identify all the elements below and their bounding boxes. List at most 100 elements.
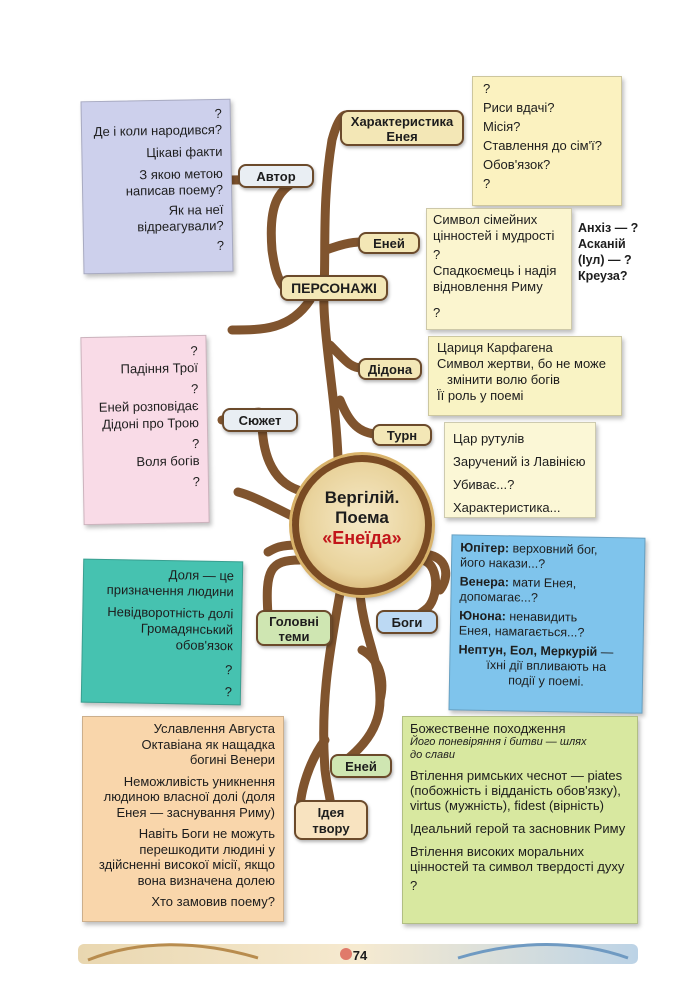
aeneas2-q: ? <box>410 878 418 893</box>
aeneas-q1: ? <box>433 247 441 262</box>
aeneas-char-duty: Обов'язок? <box>483 157 551 172</box>
plot-q4: ? <box>192 474 201 490</box>
creusa-label: Креуза? <box>578 269 628 283</box>
idea-fate-2: людиною власної долі (доля <box>103 789 275 804</box>
central-work-title: «Енеїда» <box>322 528 402 548</box>
dido-role: Її роль у поемі <box>437 388 524 403</box>
dido-queen: Цариця Карфагена <box>437 340 553 355</box>
aeneas-family-list: Анхіз — ? Асканій (Іул) — ? Креуза? <box>578 220 650 284</box>
author-purpose-2: написав поему? <box>125 181 224 199</box>
idea-fate-3: Енея — заснування Риму) <box>116 804 275 820</box>
aeneas-note: Символ сімейних цінностей і мудрості ? С… <box>426 208 572 330</box>
themes-civic-2: обов'язок <box>175 637 233 654</box>
aeneas2-wanderings-2: до слави <box>410 749 455 761</box>
dido-sacrifice-1: Символ жертви, бо не може <box>437 356 606 371</box>
aeneas-symbol-2: цінностей і мудрості <box>433 228 555 243</box>
idea-gods-4: вона визначена долею <box>137 872 275 888</box>
plot-fall-of-troy: Падіння Трої <box>120 360 199 377</box>
aeneas2-ideal-hero: Ідеальний герой та засновник Риму <box>410 821 626 836</box>
idea-glory-3: богині Венери <box>189 752 275 767</box>
aeneas2-virtues-1: Втілення римських чеснот — piates <box>410 768 623 783</box>
plot-note: ? Падіння Трої ? Еней розповідає Дідоні … <box>80 334 210 526</box>
gods-venus-name: Венера: <box>459 574 510 590</box>
aeneas-tag[interactable]: Еней <box>358 232 420 254</box>
turnus-king: Цар рутулів <box>453 431 525 446</box>
turnus-note: Цар рутулів Заручений із Лавінією Убиває… <box>444 422 596 518</box>
gods-juno-name: Юнона: <box>459 608 507 624</box>
turnus-kills: Убиває...? <box>453 477 515 492</box>
central-topic[interactable]: Вергілій. Поема «Енеїда» <box>292 455 432 595</box>
characters-tag[interactable]: ПЕРСОНАЖІ <box>280 275 388 301</box>
gods-jupiter-desc: верховний бог, <box>508 541 598 557</box>
ascanius-label-2: (Іул) — ? <box>578 253 632 267</box>
plot-tells-2: Дідоні про Трою <box>102 415 200 432</box>
idea-glory-1: Уславлення Августа <box>153 721 275 736</box>
themes-inevitability: Невідворотність долі <box>107 604 234 622</box>
dido-sacrifice-2: змінити волю богів <box>447 372 560 387</box>
footer-ornament <box>78 943 638 964</box>
turnus-characteristic: Характеристика... <box>453 500 561 515</box>
idea-gods-3: здійсненні високої місії, якщо <box>98 857 275 872</box>
aeneas2-tag[interactable]: Еней <box>330 754 392 778</box>
idea-gods-1: Навіть Боги не можуть <box>138 826 275 841</box>
aeneas-char-q2: ? <box>483 176 491 191</box>
gods-juno-desc-2: Енея, намагається...? <box>458 623 585 640</box>
page-number: 74 <box>352 948 368 963</box>
dido-note: Цариця Карфагена Символ жертви, бо не мо… <box>428 336 622 416</box>
themes-note: Доля — це призначення людини Невідворотн… <box>80 558 244 706</box>
aeneas-heir-2: відновлення Риму <box>433 279 543 294</box>
themes-fate-2: призначення людини <box>106 582 234 600</box>
dido-tag[interactable]: Дідона <box>358 358 422 380</box>
gods-note: Юпітер: верховний бог, його накази...? В… <box>448 534 646 714</box>
central-title: Вергілій. Поема <box>299 488 425 528</box>
gods-neptune-dash: — <box>597 644 614 660</box>
idea-fate-1: Неможливість уникнення <box>123 773 275 789</box>
plot-q2: ? <box>190 381 199 397</box>
idea-tag[interactable]: Ідея твору <box>294 800 368 840</box>
aeneas-symbol-1: Символ сімейних <box>433 212 538 227</box>
central-poem: Поема <box>335 508 389 527</box>
aeneas-char-family: Ставлення до сім'ї? <box>483 138 602 153</box>
aeneas2-moral-2: цінностей та символ твердості духу <box>410 859 625 874</box>
gods-venus-desc-2: допомагає...? <box>459 589 539 605</box>
gods-neptune-desc-3: події у поемі. <box>508 673 584 689</box>
author-facts: Цікаві факти <box>146 143 223 161</box>
author-q2: ? <box>216 237 225 253</box>
idea-note: Уславлення Августа Октавіана як нащадка … <box>82 716 284 922</box>
aeneas-characteristic-tag[interactable]: Характеристика Енея <box>340 110 464 146</box>
themes-q2: ? <box>224 684 233 700</box>
aeneas2-origin: Божественне походження <box>410 721 566 736</box>
gods-jupiter-name: Юпітер: <box>460 540 510 556</box>
plot-q3: ? <box>191 436 200 452</box>
aeneas-char-mission: Місія? <box>483 119 521 134</box>
aeneas2-virtues-3: virtus (мужність), fidest (вірність) <box>410 798 604 813</box>
idea-glory-2: Октавіана як нащадка <box>141 736 276 752</box>
plot-q1: ? <box>190 343 198 359</box>
themes-tag[interactable]: Головні теми <box>256 610 332 646</box>
plot-tag[interactable]: Сюжет <box>222 408 298 432</box>
plot-tells-1: Еней розповідає <box>98 398 199 415</box>
aeneas-char-q1: ? <box>483 81 491 96</box>
gods-venus-desc: мати Енея, <box>508 575 577 591</box>
aeneas-characteristic-note: ? Риси вдачі? Місія? Ставлення до сім'ї?… <box>472 76 622 206</box>
aeneas-heir-1: Спадкоємець і надія <box>433 263 557 278</box>
turnus-engaged: Заручений із Лавінією <box>453 454 586 469</box>
gods-juno-desc: ненавидить <box>505 609 578 625</box>
aeneas2-wanderings-1: Його поневіряння і битви — шлях <box>410 736 587 748</box>
gods-tag[interactable]: Боги <box>376 610 438 634</box>
aeneas-char-traits: Риси вдачі? <box>483 100 555 115</box>
aeneas2-moral-1: Втілення високих моральних <box>410 844 584 859</box>
author-note: ? Де і коли народився? Цікаві факти З як… <box>80 98 234 275</box>
gods-neptune: Нептун, Еол, Меркурій — <box>458 642 634 660</box>
turnus-tag[interactable]: Турн <box>372 424 432 446</box>
gods-jupiter-desc-2: його накази...? <box>459 555 546 571</box>
author-tag[interactable]: Автор <box>238 164 314 188</box>
central-author: Вергілій. <box>324 488 400 507</box>
plot-will-of-gods: Воля богів <box>136 453 200 470</box>
anchises-label: Анхіз — ? <box>578 221 639 235</box>
aeneas-q2: ? <box>433 305 441 320</box>
themes-q1: ? <box>224 662 233 678</box>
aeneas-characteristic-label: Характеристика Енея <box>350 114 454 144</box>
author-reaction-2: відреагували? <box>137 217 224 235</box>
author-birth: Де і коли народився? <box>93 121 223 140</box>
